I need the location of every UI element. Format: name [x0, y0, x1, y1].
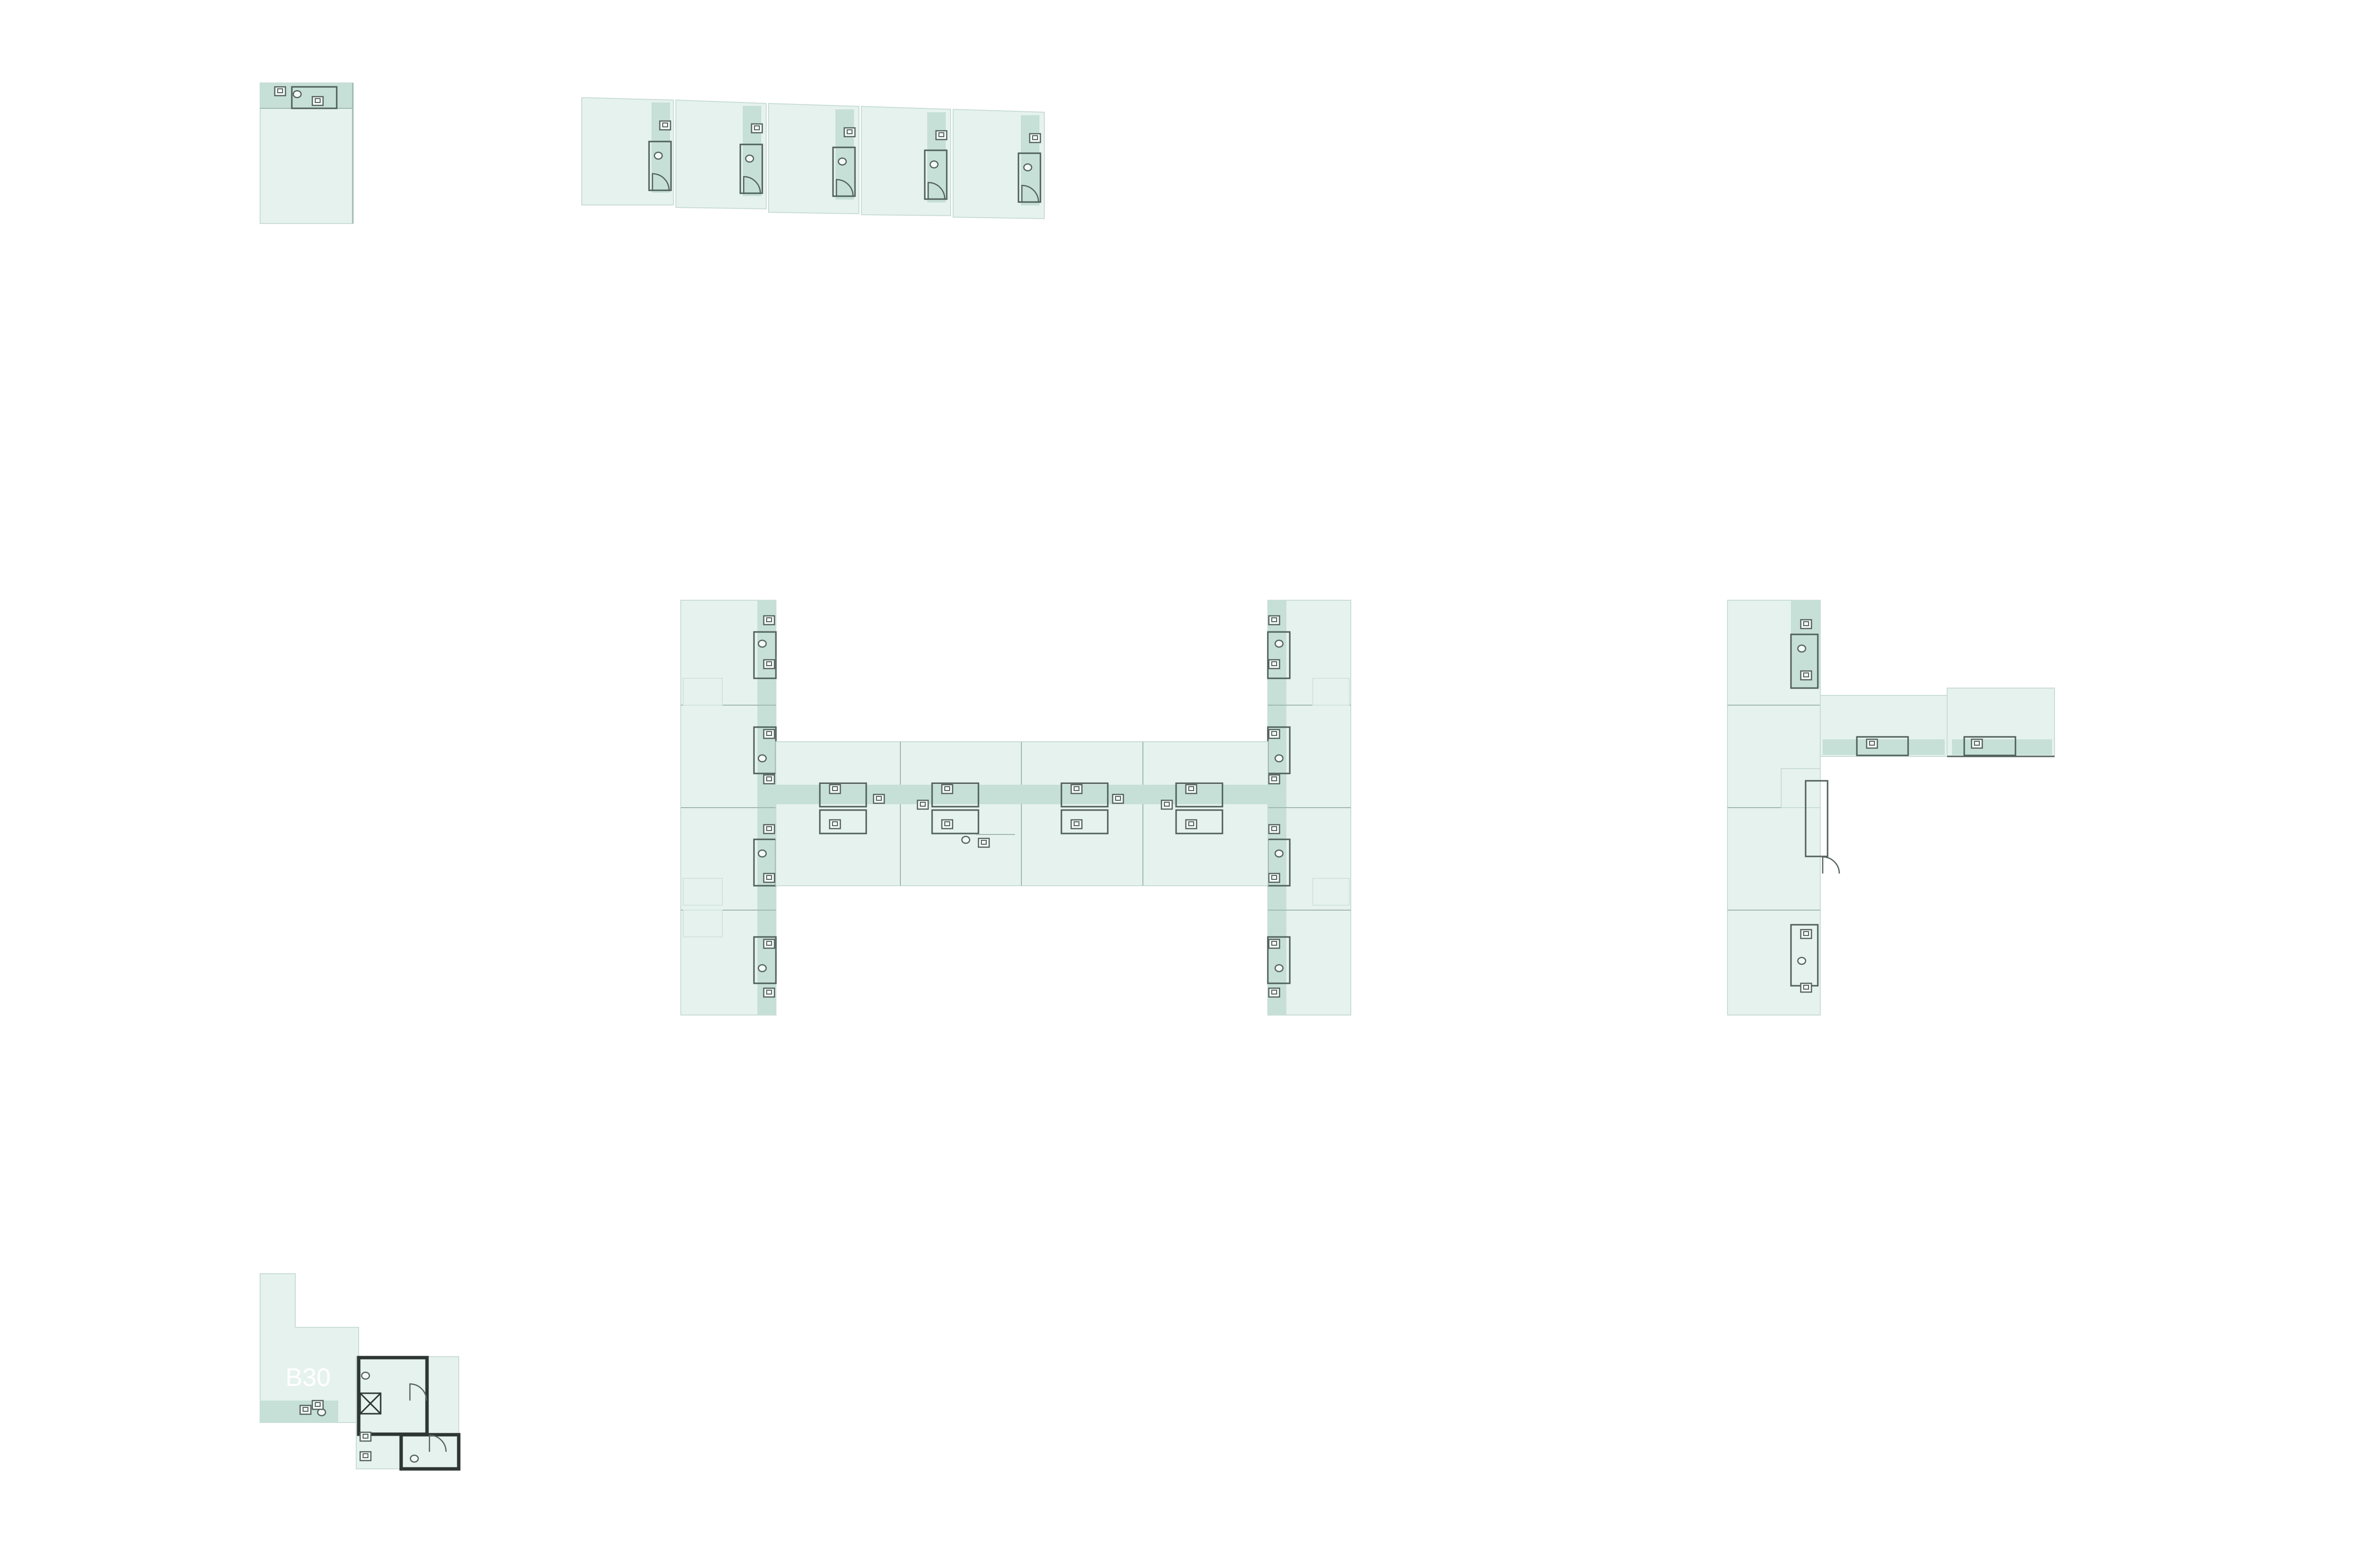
- toilet-icon: [837, 157, 847, 166]
- wet-core-3: [832, 109, 856, 200]
- block-label-b30: B30: [285, 1363, 331, 1392]
- wet-core-5: [1017, 115, 1041, 205]
- b30-core-bottom-left: B30: [260, 1273, 461, 1471]
- sink-icon: [659, 120, 671, 131]
- sink-icon: [751, 123, 763, 134]
- lift-icon: [359, 1392, 382, 1415]
- wet-core-4: [924, 112, 948, 203]
- desk-icon: [311, 96, 324, 106]
- sink-icon: [1029, 133, 1041, 143]
- stair-icon: [683, 678, 723, 937]
- desk-icon: [274, 86, 286, 97]
- toilet-icon: [929, 160, 939, 169]
- h-left-wing: [680, 600, 777, 1016]
- sink-icon: [843, 127, 856, 138]
- desk-icon: [961, 834, 1015, 848]
- sink-icon: [935, 130, 948, 141]
- unit-row-top: [581, 97, 1045, 220]
- toilet-icon: [745, 154, 754, 163]
- h-right-wing: [1267, 600, 1351, 1016]
- wet-core-1: [648, 102, 672, 193]
- door-swing-icon: [1822, 856, 1840, 874]
- wet-core-2: [739, 106, 763, 196]
- h-block-center: [680, 600, 1351, 1016]
- stair-icon: [1312, 678, 1350, 906]
- toilet-icon: [292, 90, 302, 99]
- l-block-right: [1727, 600, 2055, 1016]
- h-central-bar: [775, 741, 1268, 886]
- toilet-icon: [1023, 163, 1033, 172]
- toilet-icon: [653, 151, 663, 160]
- unit-single-top-left: [260, 82, 354, 224]
